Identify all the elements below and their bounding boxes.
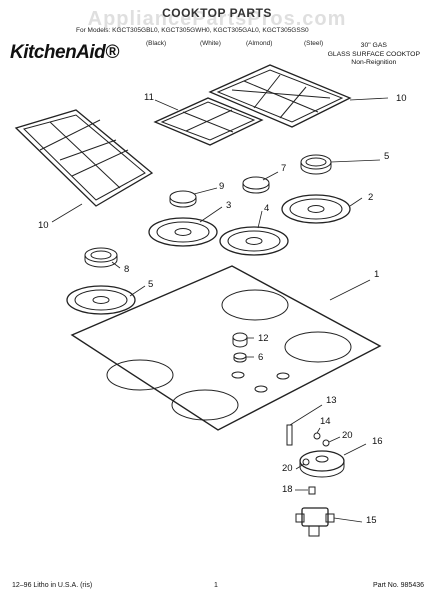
description-line-2: GLASS SURFACE COOKTOP bbox=[327, 50, 420, 58]
burner-grate-5-center bbox=[219, 226, 289, 256]
callout-5-left: 5 bbox=[148, 279, 154, 290]
callout-20-right: 20 bbox=[342, 430, 353, 441]
burner-cap-8 bbox=[242, 176, 270, 194]
grate-left bbox=[14, 109, 154, 207]
watermark: AppliancePartsPros.com bbox=[87, 8, 347, 30]
color-almond: (Almond) bbox=[246, 40, 273, 47]
models-line: For Models: KGCT305GBL0, KGCT305GWH0, KG… bbox=[76, 27, 309, 34]
callout-15: 15 bbox=[366, 515, 377, 526]
leader-lines bbox=[51, 97, 389, 523]
burner-cap-7 bbox=[84, 247, 118, 268]
burner-base-16 bbox=[299, 450, 345, 478]
screw-20-right bbox=[322, 439, 330, 447]
callout-6: 5 bbox=[384, 151, 390, 162]
callout-3: 2 bbox=[368, 192, 374, 203]
burner-grate-3 bbox=[281, 194, 351, 224]
footer-part-number: Part No. 985436 bbox=[373, 582, 424, 589]
callout-20-left: 20 bbox=[282, 463, 293, 474]
callout-7: 8 bbox=[124, 264, 130, 275]
callout-1: 1 bbox=[374, 269, 380, 280]
spark-electrode-13 bbox=[286, 424, 293, 446]
burner-grate-5-left bbox=[66, 285, 136, 315]
callout-10-left: 10 bbox=[38, 220, 49, 231]
product-description: 30" GAS GLASS SURFACE COOKTOP Non-Reigni… bbox=[328, 42, 420, 68]
callout-18: 18 bbox=[282, 484, 293, 495]
footer-page-number: 1 bbox=[214, 582, 218, 589]
callout-9: 9 bbox=[219, 181, 225, 192]
callout-5-center: 4 bbox=[264, 203, 270, 214]
callout-2: 6 bbox=[258, 352, 264, 363]
callout-13: 13 bbox=[326, 395, 337, 406]
color-steel: (Steel) bbox=[304, 40, 324, 47]
knob-insert-2 bbox=[233, 352, 247, 363]
screw-18 bbox=[308, 486, 316, 495]
grate-right bbox=[208, 64, 352, 128]
screw-14 bbox=[313, 432, 321, 440]
callout-8: 7 bbox=[281, 163, 287, 174]
grate-small bbox=[153, 97, 264, 146]
description-line-3: Non-Reignition bbox=[351, 59, 397, 66]
callout-12: 12 bbox=[258, 333, 269, 344]
burner-cap-6 bbox=[300, 154, 332, 175]
burner-cap-9 bbox=[169, 190, 197, 208]
description-line-1: 30" GAS bbox=[360, 42, 387, 49]
page-title: COOKTOP PARTS bbox=[162, 6, 272, 20]
color-black: (Black) bbox=[146, 40, 167, 47]
footer-litho: 12–96 Litho in U.S.A. (ris) bbox=[12, 582, 93, 589]
burner-grate-4 bbox=[148, 217, 218, 247]
callout-14: 14 bbox=[320, 416, 331, 427]
glass-cooktop bbox=[70, 265, 382, 431]
callout-10-right: 10 bbox=[396, 93, 407, 104]
color-white: (White) bbox=[200, 40, 221, 47]
knob-12 bbox=[232, 332, 248, 348]
callout-16: 16 bbox=[372, 436, 383, 447]
brand-logo: KitchenAid® bbox=[10, 42, 119, 63]
callout-11: 11 bbox=[144, 92, 154, 103]
screw-20-left bbox=[302, 458, 310, 466]
callout-4: 3 bbox=[226, 200, 232, 211]
gas-valve-15 bbox=[295, 507, 335, 537]
